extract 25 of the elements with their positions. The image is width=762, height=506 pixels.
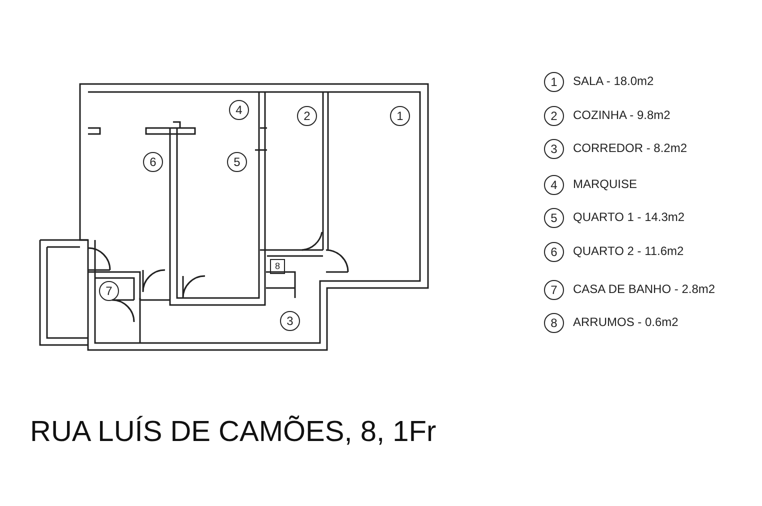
plan-title: RUA LUÍS DE CAMÕES, 8, 1Fr bbox=[30, 416, 436, 449]
legend-text: ARRUMOS - 0.6m2 bbox=[573, 315, 678, 329]
callout-number: 4 bbox=[229, 100, 249, 120]
callout-number: 1 bbox=[390, 106, 410, 126]
callout-number: 3 bbox=[544, 139, 564, 159]
callout-number: 7 bbox=[544, 280, 564, 300]
legend-text: MARQUISE bbox=[573, 177, 638, 191]
callout-number: 5 bbox=[544, 208, 564, 228]
callout-number: 3 bbox=[280, 311, 300, 331]
callout-number: 2 bbox=[297, 106, 317, 126]
callout-number: 2 bbox=[544, 106, 564, 126]
callout-number: 1 bbox=[544, 72, 564, 92]
callout-number: 7 bbox=[99, 281, 119, 301]
callout-number: 6 bbox=[143, 152, 163, 172]
legend-text: CASA DE BANHO - 2.8m2 bbox=[573, 282, 716, 296]
callout-number: 8 bbox=[270, 259, 285, 274]
callout-number: 4 bbox=[544, 175, 564, 195]
legend-text: SALA - 18.0m2 bbox=[573, 74, 654, 88]
legend-text: COZINHA - 9.8m2 bbox=[573, 108, 670, 122]
callout-number: 6 bbox=[544, 242, 564, 262]
legend-text: QUARTO 1 - 14.3m2 bbox=[573, 210, 685, 224]
callout-number: 8 bbox=[544, 313, 564, 333]
legend-text: CORREDOR - 8.2m2 bbox=[573, 141, 688, 155]
callout-number: 5 bbox=[227, 152, 247, 172]
legend-text: QUARTO 2 - 11.6m2 bbox=[573, 244, 684, 258]
